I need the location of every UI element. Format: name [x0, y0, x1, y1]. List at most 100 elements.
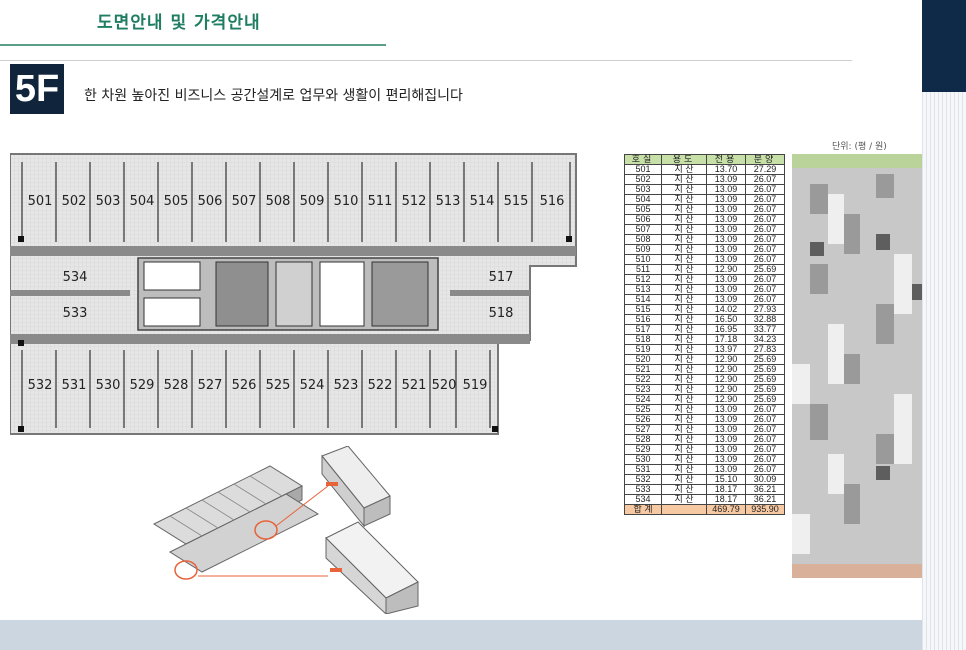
room-527: 527 [197, 378, 223, 393]
cell-exclusive: 13.70 [706, 164, 746, 175]
cell-exclusive: 13.09 [706, 184, 746, 195]
cell-room: 529 [624, 444, 662, 455]
cell-sale: 26.07 [745, 274, 785, 285]
room-515: 515 [503, 194, 529, 209]
cell-exclusive: 12.90 [706, 354, 746, 365]
floor-badge: 5F [10, 64, 64, 114]
cell-use: 지 산 [661, 264, 707, 275]
cell-exclusive: 13.97 [706, 344, 746, 355]
cell-room: 526 [624, 414, 662, 425]
cell-sale: 32.88 [745, 314, 785, 325]
header-exclusive: 전용 [706, 154, 746, 165]
cell-room: 533 [624, 484, 662, 495]
cell-room: 504 [624, 194, 662, 205]
cell-use: 지 산 [661, 444, 707, 455]
cell-exclusive: 16.95 [706, 324, 746, 335]
cell-sale: 25.69 [745, 374, 785, 385]
cell-exclusive: 13.09 [706, 214, 746, 225]
cell-room: 508 [624, 234, 662, 245]
room-526: 526 [231, 378, 257, 393]
cell-sale: 26.07 [745, 454, 785, 465]
cell-sale: 26.07 [745, 194, 785, 205]
table-header-row: 호실 용도 전용 분양 [624, 154, 785, 165]
room-505: 505 [163, 194, 189, 209]
right-navy-block [922, 0, 966, 92]
total-blank [661, 504, 707, 515]
cell-sale: 26.07 [745, 414, 785, 425]
room-532: 532 [27, 378, 53, 393]
cell-sale: 25.69 [745, 264, 785, 275]
cell-sale: 26.07 [745, 434, 785, 445]
cell-exclusive: 15.10 [706, 474, 746, 485]
cell-use: 지 산 [661, 164, 707, 175]
cell-exclusive: 13.09 [706, 404, 746, 415]
room-507: 507 [231, 194, 257, 209]
cell-sale: 26.07 [745, 464, 785, 475]
cell-use: 지 산 [661, 434, 707, 445]
room-517: 517 [488, 270, 514, 285]
room-525: 525 [265, 378, 291, 393]
cell-sale: 26.07 [745, 254, 785, 265]
cell-sale: 26.07 [745, 284, 785, 295]
cell-room: 528 [624, 434, 662, 445]
cell-room: 527 [624, 424, 662, 435]
room-530: 530 [95, 378, 121, 393]
cell-use: 지 산 [661, 214, 707, 225]
cell-use: 지 산 [661, 294, 707, 305]
cell-sale: 26.07 [745, 184, 785, 195]
room-518: 518 [488, 306, 514, 321]
cell-exclusive: 13.09 [706, 194, 746, 205]
room-531: 531 [61, 378, 87, 393]
cell-room: 516 [624, 314, 662, 325]
room-516: 516 [539, 194, 565, 209]
cell-room: 515 [624, 304, 662, 315]
room-506: 506 [197, 194, 223, 209]
cell-exclusive: 12.90 [706, 374, 746, 385]
cell-exclusive: 13.09 [706, 274, 746, 285]
cell-use: 지 산 [661, 374, 707, 385]
cell-room: 524 [624, 394, 662, 405]
redacted-price-columns [792, 154, 922, 578]
cell-room: 511 [624, 264, 662, 275]
cell-use: 지 산 [661, 274, 707, 285]
cell-exclusive: 18.17 [706, 484, 746, 495]
cell-sale: 27.29 [745, 164, 785, 175]
room-519: 519 [462, 378, 488, 393]
room-510: 510 [333, 194, 359, 209]
cell-use: 지 산 [661, 334, 707, 345]
title-underline [0, 44, 386, 46]
cell-use: 지 산 [661, 244, 707, 255]
cell-room: 507 [624, 224, 662, 235]
cell-exclusive: 13.09 [706, 224, 746, 235]
room-528: 528 [163, 378, 189, 393]
cell-exclusive: 13.09 [706, 414, 746, 425]
room-501: 501 [27, 194, 53, 209]
cell-room: 525 [624, 404, 662, 415]
isometric-illustration [150, 445, 430, 616]
cell-sale: 26.07 [745, 234, 785, 245]
cell-use: 지 산 [661, 404, 707, 415]
header-use: 용도 [661, 154, 707, 165]
room-524: 524 [299, 378, 325, 393]
cell-use: 지 산 [661, 254, 707, 265]
cell-use: 지 산 [661, 314, 707, 325]
cell-room: 520 [624, 354, 662, 365]
